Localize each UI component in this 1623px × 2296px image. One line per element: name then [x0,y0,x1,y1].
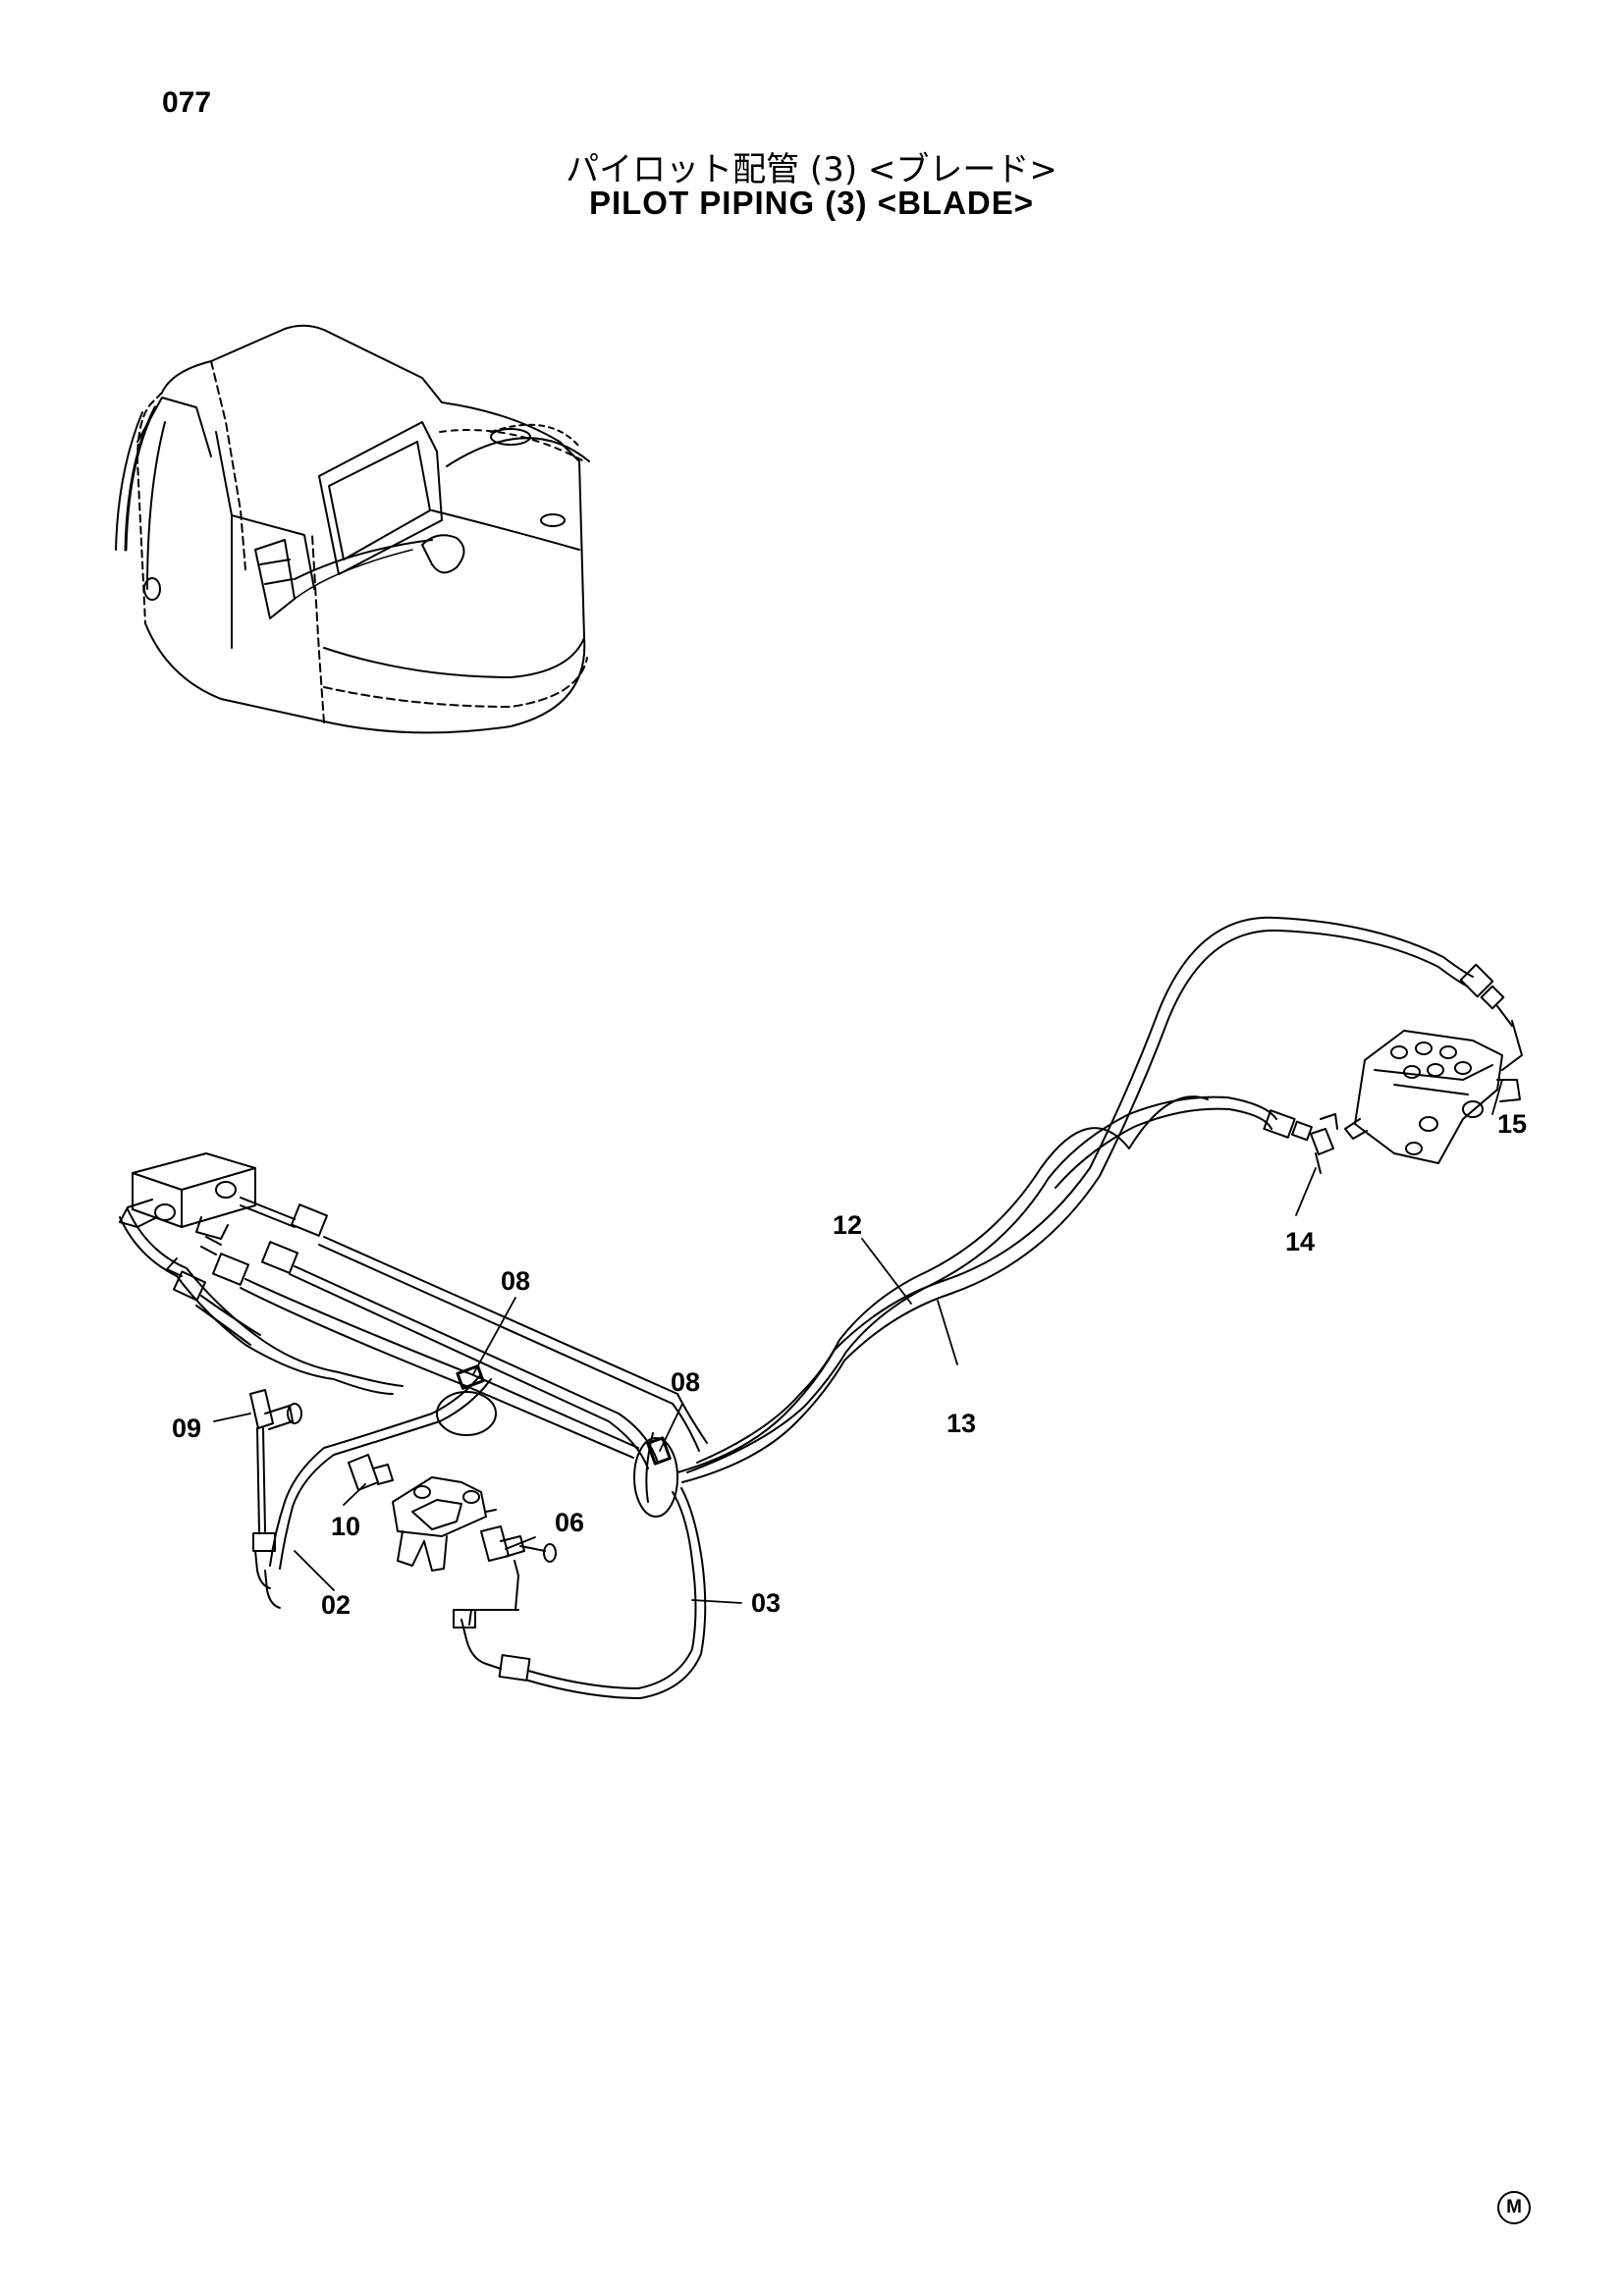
callout-12: 12 [833,1210,863,1240]
tee-fitting-06 [468,1525,557,1626]
pilot-valve-block [119,1152,404,1395]
callout-08b: 08 [671,1367,701,1397]
loop-hose-02 [264,1364,497,1609]
leader-lines [213,1079,1503,1604]
hose-03 [453,1432,707,1699]
shuttle-valve [392,1476,497,1572]
swivel-fitting [348,1454,394,1491]
control-valve [1320,1020,1523,1164]
callout-06: 06 [555,1508,585,1537]
callout-02: 02 [321,1590,352,1620]
tee-fitting [249,1389,302,1589]
callout-10: 10 [331,1512,361,1541]
title-japanese: パイロット配管 (3) <ブレード> [566,150,1057,189]
callout-13: 13 [947,1409,977,1438]
fitting-14 [1310,1128,1334,1174]
callout-15: 15 [1497,1109,1528,1139]
manufacturer-mark: M [1497,2191,1531,2224]
title-english: PILOT PIPING (3) <BLADE> [588,185,1035,221]
callout-08a: 08 [501,1266,531,1296]
page-number: 077 [162,86,212,119]
callout-09: 09 [172,1414,202,1443]
callout-03: 03 [751,1588,782,1618]
hose-bundle [166,1197,708,1469]
hoses-12-13 [676,916,1474,1483]
callout-14: 14 [1285,1227,1316,1256]
hose-end-fittings [1263,963,1513,1142]
machine-overview-illustration [115,324,590,734]
